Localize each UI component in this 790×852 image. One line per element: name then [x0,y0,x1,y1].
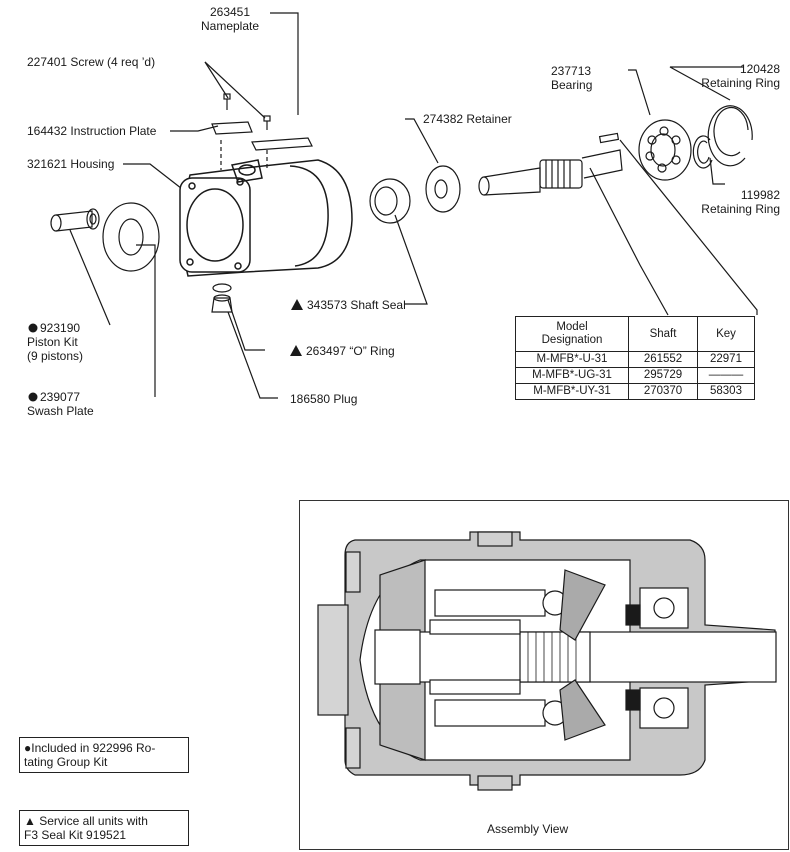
part-number: 120428 [739,62,780,76]
part-name: Bearing [551,78,593,92]
table-cell: M-MFB*-UG-31 [515,367,629,384]
plug-callout: 186580 Plug [290,392,358,406]
part-name: Piston Kit [27,335,78,349]
circle-bullet-icon: ● [24,741,32,755]
triangle-bullet-icon: ▲ [24,814,36,828]
table-cell: 295729 [628,367,698,384]
note-line: Included in 922996 Ro- [31,741,156,755]
seal-kit-triangle-icon [291,299,303,310]
table-header: Model Designation [515,316,629,352]
seal-kit-note: ▲ Service all units with F3 Seal Kit 919… [19,810,189,846]
piston-kit-description: Piston Kit (9 pistons) [27,335,83,363]
part-qty: (9 pistons) [27,349,84,363]
piston-icon [50,208,100,232]
included-bullet-icon [28,392,38,402]
note-line: F3 Seal Kit 919521 [24,828,127,842]
table-row: M-MFB*-UY-31 270370 58303 [515,383,755,400]
o-ring-icon [212,283,232,293]
plug-icon [211,294,233,313]
model-shaft-key-table: Model Designation Shaft Key M-MFB*-U-31 … [515,316,755,400]
part-number: 237713 [551,64,592,78]
retaining-ring-inner-icon [692,135,713,169]
table-header: Key [697,316,755,352]
housing-callout: 321621 Housing [27,157,115,171]
part-number: 239077 [40,390,81,404]
shaft-seal-callout: 343573 Shaft Seal [307,298,406,312]
assembly-view-caption: Assembly View [487,822,569,836]
table-row: M-MFB*-U-31 261552 22971 [515,351,755,368]
nameplate-leader [270,12,299,115]
bearing-icon [638,119,692,181]
table-cell: 270370 [628,383,698,400]
table-cell: M-MFB*-U-31 [515,351,629,368]
shaft-seal-icon [369,178,411,224]
table-cell: 58303 [697,383,755,400]
bearing-callout: 237713 Bearing [551,64,592,92]
seal-kit-triangle-icon [290,345,302,356]
rotating-group-kit-note: ●Included in 922996 Ro- tating Group Kit [19,737,189,773]
housing-icon [179,159,353,277]
retainer-icon [425,165,461,213]
instruction-plate-callout: 164432 Instruction Plate [27,124,157,138]
assembly-view-frame [299,500,789,850]
nameplate-callout: 263451 Nameplate [195,5,265,33]
nameplate-icon [251,137,313,151]
retaining-ring-outer-callout: 120428 Retaining Ring [680,62,780,90]
part-name: Retaining Ring [701,76,780,90]
key-icon [598,132,620,144]
table-cell: 22971 [697,351,755,368]
shaft-icon [478,149,623,196]
retainer-callout: 274382 Retainer [423,112,512,126]
screw-callout: 227401 Screw (4 req ’d) [27,55,156,69]
screw-icon [223,93,271,130]
swash-plate-icon [102,202,160,272]
part-name: Retaining Ring [701,202,780,216]
table-row: M-MFB*-UG-31 295729 ——— [515,367,755,384]
part-number: 119982 [740,188,780,202]
note-line: Service all units with [39,814,148,828]
retaining-ring-outer-icon [707,105,753,167]
instruction-plate-icon [211,121,253,135]
included-bullet-icon [28,323,38,333]
retaining-ring-inner-callout: 119982 Retaining Ring [680,188,780,216]
o-ring-callout: 263497 “O” Ring [306,344,395,358]
part-number: 923190 [40,321,81,335]
swash-plate-callout: 239077 [40,390,80,404]
table-cell: ——— [697,367,755,384]
part-name: Nameplate [200,19,260,33]
note-line: tating Group Kit [24,755,108,769]
swash-plate-name: Swash Plate [27,404,94,418]
piston-kit-callout: 923190 [40,321,80,335]
part-number: 263451 [209,5,251,19]
